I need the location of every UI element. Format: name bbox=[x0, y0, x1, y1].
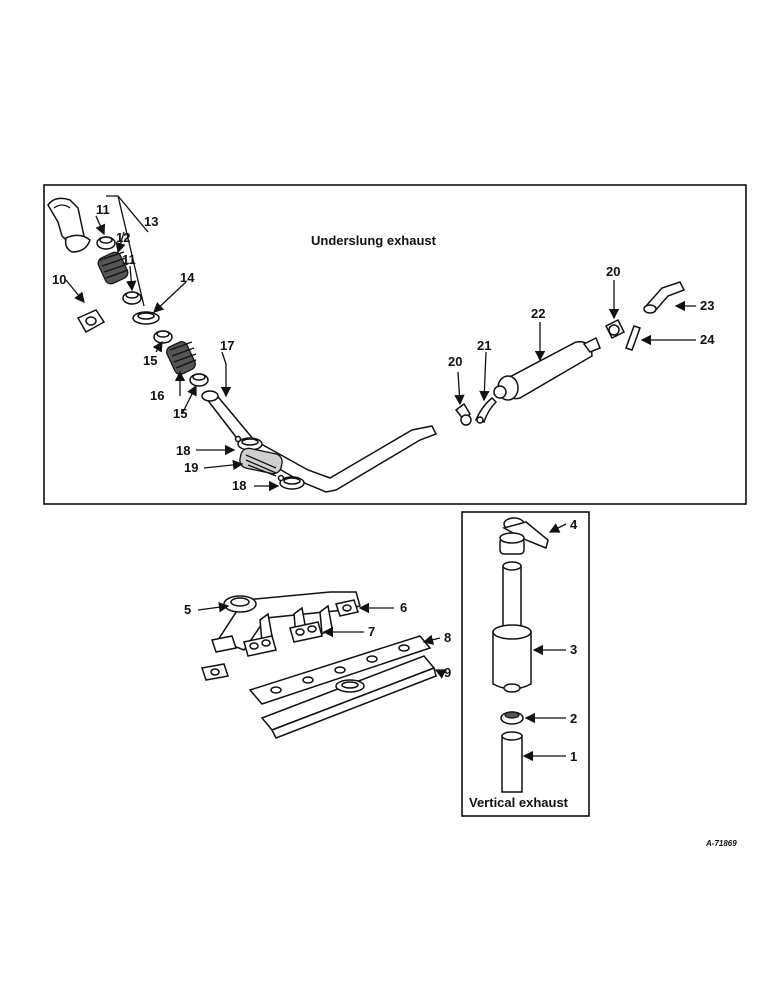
callout-18b: 18 bbox=[232, 478, 246, 493]
callout-19: 19 bbox=[184, 460, 198, 475]
callout-8: 8 bbox=[444, 630, 451, 645]
callout-4: 4 bbox=[570, 517, 578, 532]
callout-16: 16 bbox=[150, 388, 164, 403]
callout-5: 5 bbox=[184, 602, 191, 617]
clamp-20-right bbox=[604, 318, 626, 340]
exhaust-manifold-5 bbox=[211, 591, 361, 653]
underslung-title: Underslung exhaust bbox=[311, 233, 437, 248]
flex-tube-16 bbox=[166, 341, 197, 375]
callout-9: 9 bbox=[444, 665, 451, 680]
clamp-20-left bbox=[454, 402, 472, 426]
clamp-14 bbox=[132, 311, 160, 325]
vertical-frame bbox=[461, 511, 590, 817]
muffler-22 bbox=[493, 336, 601, 401]
callout-15a: 15 bbox=[143, 353, 157, 368]
vertical-title: Vertical exhaust bbox=[469, 795, 569, 810]
clamp-15-upper bbox=[153, 330, 173, 344]
elbow-part bbox=[47, 197, 91, 253]
callout-17: 17 bbox=[220, 338, 234, 353]
callout-10: 10 bbox=[52, 272, 66, 287]
clamp-18-lower bbox=[277, 474, 305, 490]
callout-1: 1 bbox=[570, 749, 577, 764]
callout-3: 3 bbox=[570, 642, 577, 657]
clamp-11-lower bbox=[122, 291, 142, 305]
vertical-muffler-3 bbox=[492, 561, 532, 693]
callout-2: 2 bbox=[570, 711, 577, 726]
callout-22: 22 bbox=[531, 306, 545, 321]
strap-24 bbox=[625, 325, 641, 351]
gasket-10 bbox=[76, 309, 106, 334]
clamp-11-upper bbox=[96, 236, 116, 250]
callout-23: 23 bbox=[700, 298, 714, 313]
callout-12: 12 bbox=[116, 230, 130, 245]
gasket-6 bbox=[335, 599, 359, 617]
underslung-frame bbox=[43, 184, 747, 505]
clamp-2 bbox=[500, 711, 524, 725]
callout-6: 6 bbox=[400, 600, 407, 615]
clamp-18-upper bbox=[234, 435, 263, 451]
clamp-15-lower bbox=[189, 373, 209, 387]
manifold-9 bbox=[260, 655, 437, 739]
gasket-7 bbox=[201, 621, 323, 681]
pipe-1 bbox=[501, 731, 523, 793]
callout-15b: 15 bbox=[173, 406, 187, 421]
callout-7: 7 bbox=[368, 624, 375, 639]
bracket-21 bbox=[474, 396, 498, 424]
gasket-8 bbox=[248, 635, 432, 705]
callout-20a: 20 bbox=[448, 354, 462, 369]
callout-13: 13 bbox=[144, 214, 158, 229]
drawing-reference: A-71869 bbox=[705, 839, 737, 848]
callout-11b: 11 bbox=[122, 252, 136, 267]
callout-20b: 20 bbox=[606, 264, 620, 279]
rain-cap-4 bbox=[499, 517, 549, 555]
flex-tube-19 bbox=[239, 447, 283, 477]
callout-21: 21 bbox=[477, 338, 491, 353]
callout-11a: 11 bbox=[96, 202, 110, 217]
flex-tube-12 bbox=[97, 251, 129, 285]
tail-pipe-23 bbox=[643, 281, 686, 314]
callout-24: 24 bbox=[700, 332, 715, 347]
callout-18a: 18 bbox=[176, 443, 190, 458]
callout-14: 14 bbox=[180, 270, 195, 285]
